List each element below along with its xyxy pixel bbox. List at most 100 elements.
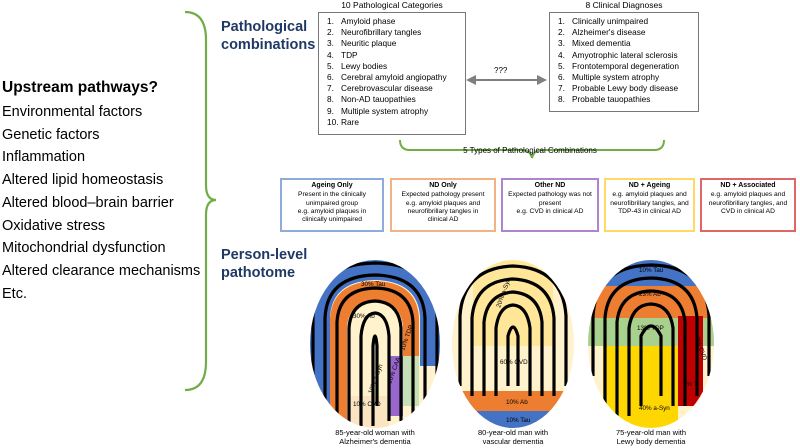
arrow-head-right bbox=[537, 75, 547, 85]
type-text: Expected pathology present bbox=[401, 191, 485, 199]
type-text: neurofibrillary tangles in bbox=[407, 207, 479, 215]
categories-title: 10 Pathological Categories bbox=[341, 0, 443, 10]
fp2-caption: 80-year-old man with vascular dementia bbox=[453, 428, 573, 446]
fp2-label: 60% CVD bbox=[500, 359, 528, 366]
fingerprint-1: 30% Tau 30% Ab 10% TDP 10% CAA 10% a-Syn… bbox=[310, 260, 440, 428]
type-text: e.g. amyloid plaques and bbox=[710, 191, 786, 199]
diagnosis-item: 4.Amyotrophic lateral sclerosis bbox=[558, 49, 678, 60]
type-text: clinically unimpaired bbox=[302, 216, 362, 224]
fp2-ab-region bbox=[452, 391, 574, 411]
upstream-item: Environmental factors bbox=[2, 104, 143, 120]
upstream-item: Altered lipid homeostasis bbox=[2, 172, 164, 189]
type-text: e.g. amyloid plaques and bbox=[612, 191, 687, 199]
fp2-caption-line1: 80-year-old man with bbox=[477, 428, 549, 437]
upstream-brace bbox=[184, 10, 217, 392]
type-text: neurofibrillary tangles, and bbox=[708, 199, 788, 207]
fp1-label: 30% Ab bbox=[353, 313, 375, 320]
pathotome-title-line1: Person-level bbox=[221, 247, 308, 263]
diagnosis-item: 2.Alzheimer's disease bbox=[558, 27, 646, 38]
category-item: 6.Cerebral amyloid angiopathy bbox=[327, 72, 447, 83]
pathological-title-line2: combinations bbox=[221, 37, 316, 53]
upstream-item: Oxidative stress bbox=[2, 217, 106, 234]
fp1-caption: 85-year-old woman with Alzheimer's demen… bbox=[315, 428, 435, 446]
pathological-title-line1: Pathological bbox=[221, 19, 308, 35]
type-box-nd-ageing: ND + Ageing e.g. amyloid plaques and neu… bbox=[604, 178, 695, 232]
fp3-cvd-region bbox=[678, 316, 703, 406]
upstream-item: Altered clearance mechanisms bbox=[2, 262, 201, 279]
fp1-label: 30% Tau bbox=[361, 281, 386, 288]
category-item: 3.Neuritic plaque bbox=[327, 38, 397, 49]
categories-box: 1.Amyloid phase 2.Neurofibrillary tangle… bbox=[318, 12, 466, 135]
category-item: 2.Neurofibrillary tangles bbox=[327, 27, 422, 38]
type-title: Other ND bbox=[534, 182, 566, 189]
type-text: TDP-43 in clinical AD bbox=[618, 207, 681, 215]
type-text: neurofibrillary tangles, and bbox=[610, 199, 689, 207]
type-title: ND Only bbox=[429, 182, 457, 189]
upstream-item: Inflammation bbox=[2, 149, 86, 166]
fp3-label: 10% Tau bbox=[639, 267, 664, 274]
category-item: 5.Lewy bodies bbox=[327, 60, 388, 71]
fp2-asyn-region bbox=[473, 260, 553, 346]
type-title: ND + Associated bbox=[720, 182, 776, 189]
category-item: 10.Rare bbox=[327, 116, 359, 127]
upstream-item: Altered blood–brain barrier bbox=[2, 194, 174, 211]
pathotome-title: Person-level pathotome bbox=[221, 246, 307, 282]
type-title: Ageing Only bbox=[311, 182, 353, 189]
upstream-item: Mitochondrial dysfunction bbox=[2, 240, 166, 257]
type-box-other-nd: Other ND Expected pathology was not pres… bbox=[501, 178, 599, 232]
pathotome-title-line2: pathotome bbox=[221, 265, 296, 281]
category-item: 9.Multiple system atrophy bbox=[327, 105, 429, 116]
type-text: clinical AD bbox=[427, 216, 459, 224]
types-brace bbox=[399, 139, 665, 159]
type-title: ND + Ageing bbox=[628, 182, 671, 189]
upstream-list: Environmental factors Genetic factors In… bbox=[2, 101, 200, 305]
type-text: e.g. amyloid plaques in bbox=[297, 207, 367, 215]
upstream-item: Etc. bbox=[2, 285, 27, 302]
type-box-nd-associated: ND + Associated e.g. amyloid plaques and… bbox=[700, 178, 796, 232]
fp2-label: 10% Tau bbox=[506, 417, 531, 424]
type-text: CVD in clinical AD bbox=[721, 207, 775, 215]
fp1-label: 10% CVD bbox=[353, 401, 381, 408]
fp2-caption-line2: vascular dementia bbox=[482, 437, 544, 446]
fp3-caption: 75-year-old man with Lewy body dementia bbox=[591, 428, 711, 446]
link-label: ??? bbox=[494, 66, 508, 75]
type-text: Expected pathology was not bbox=[508, 191, 592, 199]
fp3-label: 23% Ab bbox=[639, 291, 661, 298]
category-item: 7.Cerebrovascular disease bbox=[327, 83, 433, 94]
category-item: 8.Non-AD tauopathies bbox=[327, 94, 416, 105]
fp1-caption-line1: 85-year-old woman with bbox=[335, 428, 415, 437]
diagnoses-box: 1.Clinically unimpaired 2.Alzheimer's di… bbox=[549, 12, 699, 112]
diagnosis-item: 6.Multiple system atrophy bbox=[558, 72, 660, 83]
fp1-caption-line2: Alzheimer's dementia bbox=[339, 437, 411, 446]
fp3-label: 7% ? bbox=[683, 381, 698, 388]
diagnosis-item: 7.Probable Lewy body disease bbox=[558, 83, 679, 94]
upstream-item: Genetic factors bbox=[2, 126, 100, 143]
type-text: present bbox=[538, 199, 562, 207]
fp3-caption-line1: 75-year-old man with bbox=[615, 428, 687, 437]
types-title: 5 Types of Pathological Combinations bbox=[463, 146, 597, 155]
pathological-title: Pathological combinations bbox=[221, 18, 315, 54]
type-text: Present in the clinically bbox=[297, 191, 367, 199]
diagnosis-item: 8.Probable tauopathies bbox=[558, 94, 651, 105]
arrow-head-left bbox=[466, 75, 476, 85]
type-box-ageing-only: Ageing Only Present in the clinically un… bbox=[280, 178, 384, 232]
fp2-label: 10% Ab bbox=[506, 399, 528, 406]
type-box-nd-only: ND Only Expected pathology present e.g. … bbox=[390, 178, 496, 232]
fingerprint-2: 20% a-Syn 60% CVD 10% Ab 10% Tau bbox=[452, 260, 574, 428]
fingerprint-3: 10% Tau 23% Ab 13% TDP 7% CVD 7% ? 40% a… bbox=[588, 260, 714, 428]
fp1-tdp-region bbox=[403, 356, 419, 406]
category-item: 4.TDP bbox=[327, 49, 358, 60]
fp3-label: 40% a-Syn bbox=[639, 405, 670, 412]
fp3-label: 13% TDP bbox=[637, 325, 664, 332]
diagnosis-item: 3.Mixed dementia bbox=[558, 38, 631, 49]
category-item: 1.Amyloid phase bbox=[327, 16, 396, 26]
type-text: e.g. amyloid plaques and bbox=[405, 199, 481, 207]
fp3-ab-region bbox=[588, 286, 714, 318]
type-text: e.g. CVD in clinical AD bbox=[516, 207, 584, 215]
upstream-title: Upstream pathways? bbox=[2, 79, 158, 96]
diagnosis-item: 5.Frontotemporal degeneration bbox=[558, 60, 680, 71]
type-text: unimpaired group bbox=[305, 199, 359, 207]
diagnosis-item: 1.Clinically unimpaired bbox=[558, 16, 649, 26]
diagnoses-title: 8 Clinical Diagnoses bbox=[585, 0, 663, 10]
